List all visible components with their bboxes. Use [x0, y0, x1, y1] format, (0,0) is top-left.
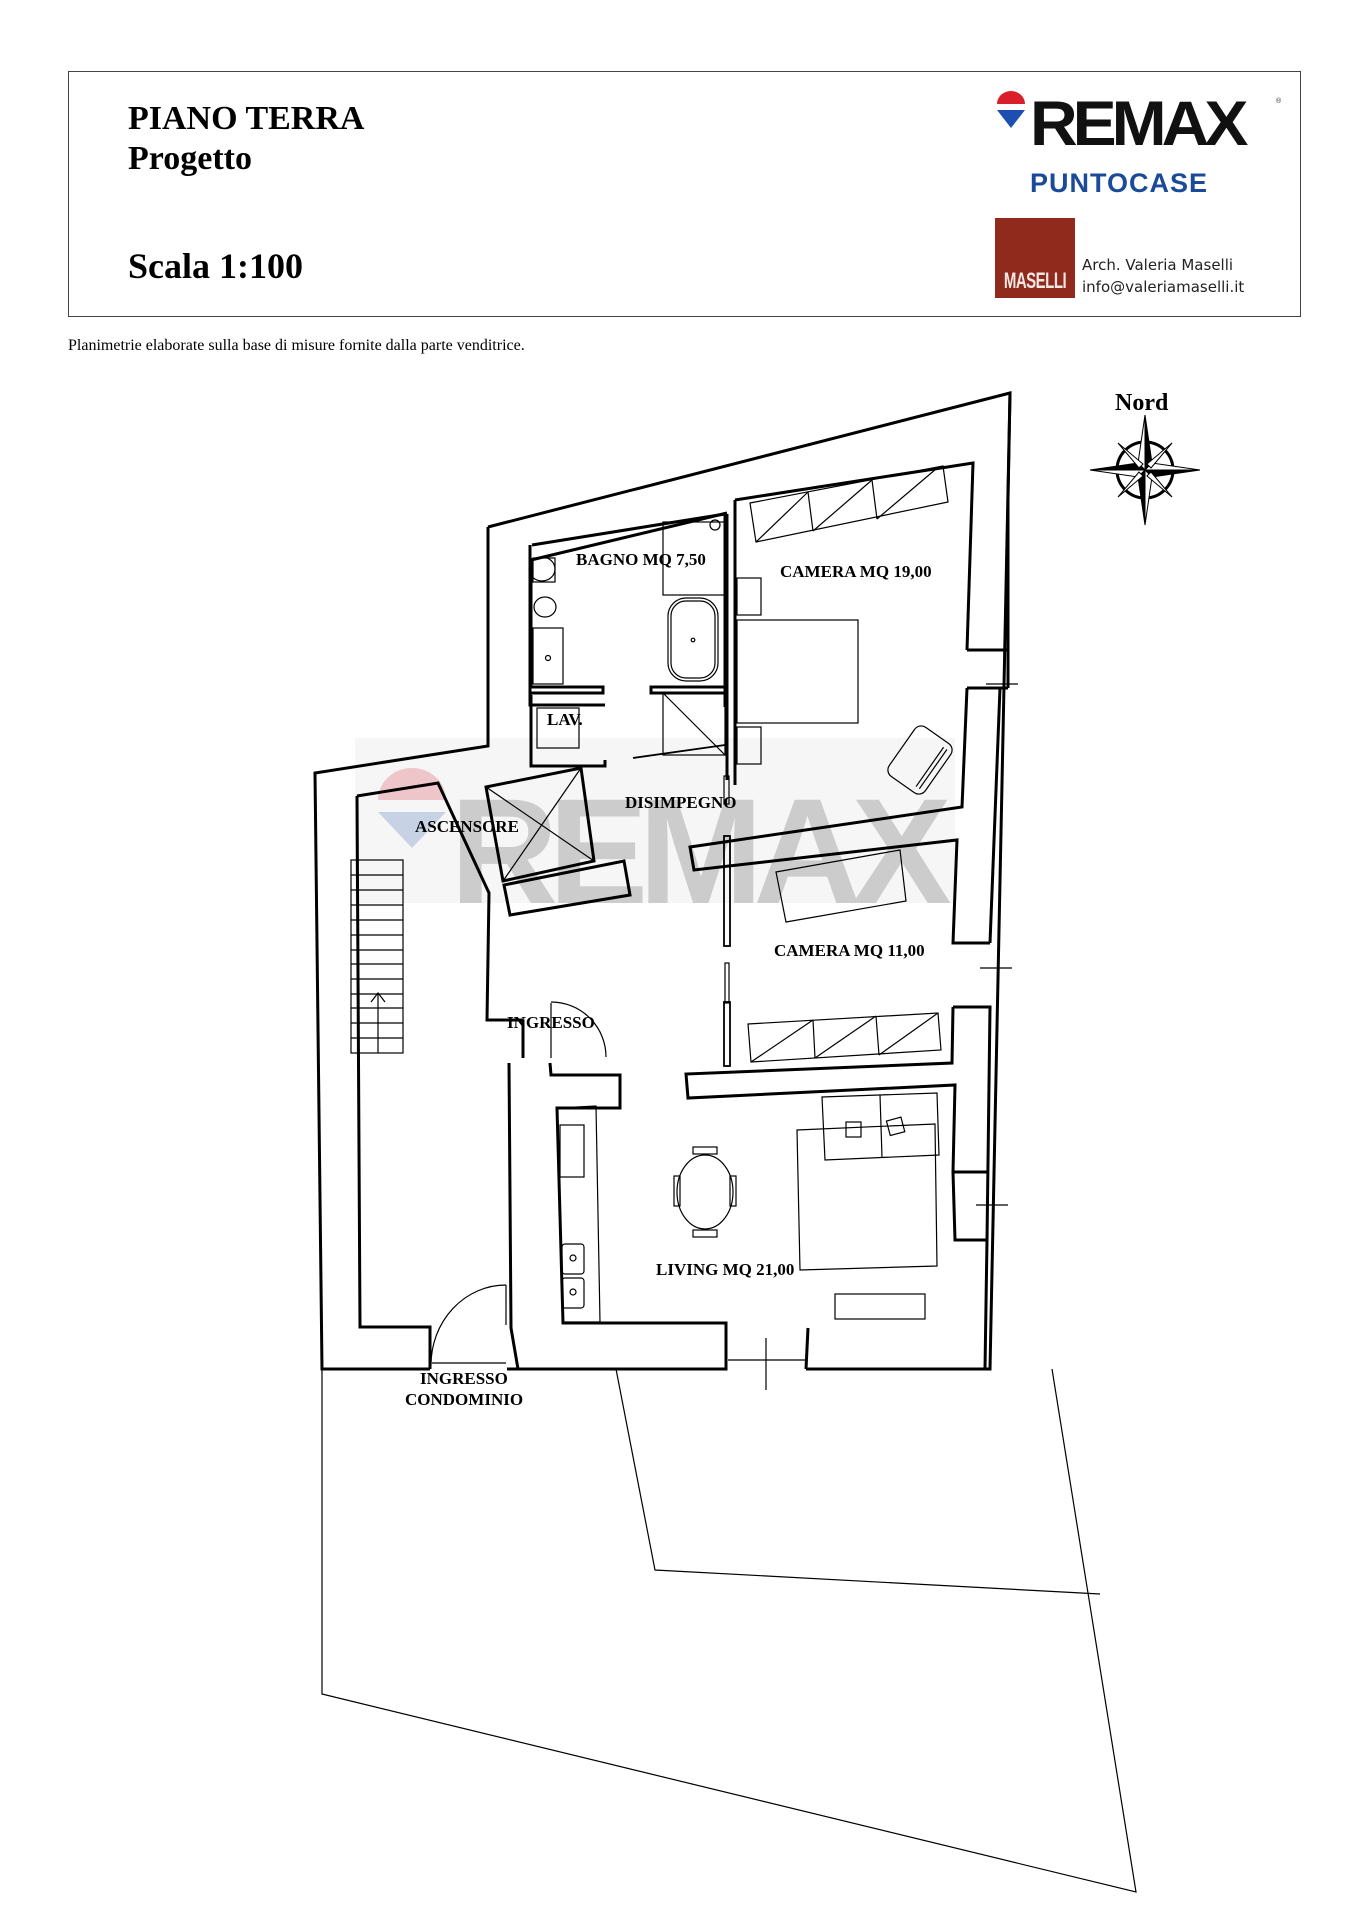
partition-wall	[723, 1001, 731, 1067]
living-furniture	[556, 1092, 940, 1323]
partition-wall	[723, 835, 731, 947]
remax-wordmark: REMAX	[1030, 87, 1248, 159]
sliding-door	[724, 962, 730, 1004]
elevator-shaft	[484, 766, 632, 917]
architect-name: Arch. Valeria Maselli	[1082, 256, 1234, 274]
floor-subtitle: Progetto	[128, 140, 252, 177]
condominio-door	[430, 1284, 507, 1366]
nightstand-icon	[736, 726, 762, 765]
sofa-icon	[821, 1092, 940, 1161]
single-bed-icon	[775, 849, 907, 923]
kitchen-counter-icon	[556, 1105, 601, 1323]
room-label-camera-11: CAMERA MQ 11,00	[774, 941, 925, 960]
registered-mark: ®	[1276, 98, 1282, 105]
sink-cabinet-icon	[532, 627, 564, 685]
cushion-icon	[845, 1121, 862, 1138]
title-block: PIANO TERRA Progetto Scala 1:100	[68, 71, 1301, 317]
camera-19-furniture	[736, 465, 953, 795]
garden-boundary	[321, 1368, 1137, 1893]
floor-title: PIANO TERRA	[128, 100, 365, 137]
double-bed-icon	[736, 619, 859, 724]
room-label-ingresso-condominio-2: CONDOMINIO	[405, 1390, 523, 1409]
rug-icon	[796, 1123, 938, 1271]
dining-table-icon	[676, 1154, 734, 1230]
bathroom-fixtures	[528, 519, 726, 759]
toilet-icon	[528, 556, 556, 582]
chair-icon	[692, 1229, 718, 1238]
maselli-logo: MASELLI	[995, 218, 1075, 298]
room-label-ingresso: INGRESSO	[507, 1013, 595, 1032]
closet-icon	[662, 692, 726, 756]
scale-label: Scala 1:100	[128, 246, 303, 286]
chair-icon	[673, 1175, 681, 1207]
room-label-camera-19: CAMERA MQ 19,00	[780, 562, 932, 581]
room-label-ingresso-condominio-1: INGRESSO	[420, 1369, 508, 1388]
tv-cabinet-icon	[834, 1293, 926, 1320]
ingresso-door	[550, 1001, 607, 1058]
shower-tray-icon	[662, 521, 726, 596]
remax-watermark: REMAX	[355, 738, 961, 935]
compass-label: Nord	[1115, 390, 1169, 416]
bathroom-walls	[529, 511, 729, 780]
remax-logo: REMAX ®	[990, 80, 1290, 180]
compass-rose-icon	[1089, 414, 1201, 526]
office-name: PUNTOCASE	[1030, 168, 1209, 198]
camera-11-furniture	[747, 849, 942, 1063]
windows	[728, 683, 1018, 1390]
nightstand-icon	[736, 577, 762, 616]
bidet-icon	[533, 596, 557, 618]
bathtub-icon	[667, 597, 719, 682]
washing-machine-icon	[536, 707, 580, 749]
wardrobe-icon	[749, 465, 949, 543]
staircase	[350, 859, 404, 1054]
corridor-partitions	[723, 775, 731, 1067]
armchair-icon	[887, 725, 953, 795]
disclaimer-note: Planimetrie elaborate sulla base di misu…	[68, 337, 525, 354]
room-label-bagno: BAGNO MQ 7,50	[576, 550, 706, 569]
room-label-ascensore: ASCENSORE	[415, 817, 519, 836]
chair-icon	[729, 1175, 737, 1207]
remax-balloon-icon	[997, 91, 1025, 128]
sink-icon	[561, 1243, 585, 1275]
stove-icon	[559, 1124, 585, 1178]
room-label-living: LIVING MQ 21,00	[656, 1260, 794, 1279]
sink-icon	[561, 1277, 585, 1309]
maselli-logo-text: MASELLI	[1003, 268, 1067, 295]
cushion-icon	[885, 1116, 906, 1137]
watermark-text: REMAX	[450, 767, 951, 935]
room-label-lavanderia: LAV.	[547, 710, 583, 729]
chair-icon	[692, 1146, 718, 1155]
room-label-disimpegno: DISIMPEGNO	[625, 793, 736, 812]
architect-email: info@valeriamaselli.it	[1082, 278, 1245, 296]
